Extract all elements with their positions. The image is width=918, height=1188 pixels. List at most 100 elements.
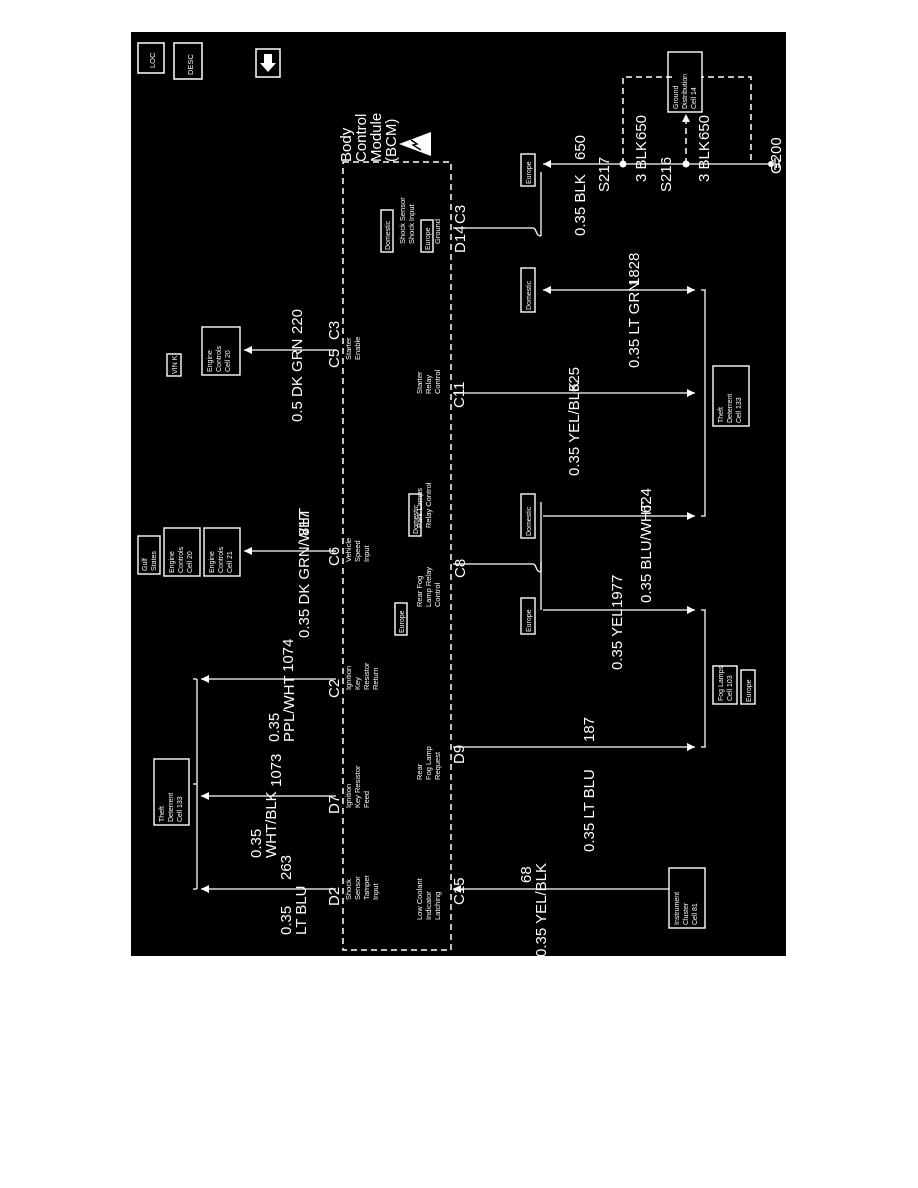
svg-text:C5: C5 xyxy=(326,349,343,368)
svg-text:Cell 81: Cell 81 xyxy=(692,903,699,925)
svg-text:Controls: Controls xyxy=(218,546,225,573)
svg-text:817: 817 xyxy=(296,511,313,536)
svg-text:Domestic: Domestic xyxy=(413,504,420,534)
svg-text:Rear: Rear xyxy=(415,763,424,780)
svg-text:D2: D2 xyxy=(326,887,343,906)
svg-text:Engine: Engine xyxy=(169,551,176,573)
ref-vin-k: VIN K xyxy=(166,353,182,377)
svg-text:LOC: LOC xyxy=(148,52,157,68)
wire-624: 0.35 BLU/WHT 624 xyxy=(543,488,695,603)
svg-text:0.35: 0.35 xyxy=(278,906,295,935)
svg-text:Input: Input xyxy=(371,882,380,900)
svg-text:0.35: 0.35 xyxy=(248,829,265,858)
svg-text:187: 187 xyxy=(581,717,598,742)
tag-europe-fog: Europe xyxy=(740,669,756,705)
svg-text:Latching: Latching xyxy=(433,892,442,920)
diagram-panel: LOC DESC Body Control Module (BCM) 0.35 … xyxy=(131,32,786,956)
loc-icon[interactable]: LOC xyxy=(137,42,165,74)
splice-s217: S217 3 BLK 650 xyxy=(596,115,650,192)
svg-text:1828: 1828 xyxy=(626,253,643,286)
svg-text:Cell 21: Cell 21 xyxy=(227,551,234,573)
svg-text:Shock: Shock xyxy=(344,879,353,900)
svg-text:Fog Lamps: Fog Lamps xyxy=(718,665,725,701)
svg-text:220: 220 xyxy=(289,309,306,334)
svg-text:650: 650 xyxy=(696,115,713,140)
ref-fog-lamps: Fog Lamps Cell 103 xyxy=(712,665,738,705)
svg-text:Domestic: Domestic xyxy=(526,280,533,310)
svg-text:C2: C2 xyxy=(326,679,343,698)
svg-text:Controls: Controls xyxy=(178,546,185,573)
tag-europe-rearfog: Europe xyxy=(394,602,408,636)
wire-263: 0.35 LT BLU 263 D2 xyxy=(201,855,343,935)
svg-text:3 BLK: 3 BLK xyxy=(633,141,650,182)
svg-text:Lamp Relay: Lamp Relay xyxy=(424,567,433,607)
svg-text:(BCM): (BCM) xyxy=(383,119,400,162)
wire-1073: 0.35 WHT/BLK 1073 D7 xyxy=(201,754,343,858)
bcm-pin-functions-top: Shock Sensor Tamper Input Ignition Key R… xyxy=(344,337,380,900)
svg-text:G200: G200 xyxy=(768,137,785,174)
svg-text:DESC: DESC xyxy=(186,54,195,75)
ref-engine-controls-21: Engine Controls Cell 21 xyxy=(203,527,241,577)
svg-text:Engine: Engine xyxy=(209,551,216,573)
ground-g200: G200 xyxy=(768,137,785,174)
svg-text:0.35 BLU/WHT: 0.35 BLU/WHT xyxy=(638,502,655,603)
svg-text:Cell 133: Cell 133 xyxy=(177,796,184,822)
down-arrow-icon[interactable] xyxy=(255,48,281,78)
bcm-boundary xyxy=(342,161,452,951)
splice-s216: S216 3 BLK 650 xyxy=(658,115,713,192)
svg-text:Shock Sensor: Shock Sensor xyxy=(398,197,407,244)
svg-text:Starter: Starter xyxy=(415,371,424,394)
svg-text:0.35 YEL: 0.35 YEL xyxy=(609,609,626,670)
desc-icon[interactable]: DESC xyxy=(173,42,203,80)
svg-text:VIN K: VIN K xyxy=(172,355,179,374)
wire-817: 0.35 DK GRN/WHT 817 C6 xyxy=(244,508,343,638)
svg-text:C8: C8 xyxy=(452,559,469,578)
svg-text:Speed: Speed xyxy=(353,540,362,562)
svg-text:Body: Body xyxy=(338,127,355,162)
svg-text:625: 625 xyxy=(566,367,583,392)
svg-text:Cell 103: Cell 103 xyxy=(727,675,734,701)
svg-text:Indicator: Indicator xyxy=(424,891,433,920)
wire-220: 0.5 DK GRN 220 C5 C3 xyxy=(244,309,343,422)
esd-icon xyxy=(399,132,431,156)
svg-text:Ground: Ground xyxy=(673,86,680,109)
svg-text:Module: Module xyxy=(368,113,385,162)
svg-text:0.35 LT BLU: 0.35 LT BLU xyxy=(581,769,598,852)
wire-625: C11 0.35 YEL/BLK 625 xyxy=(451,367,695,476)
svg-text:0.35 DK GRN/WHT: 0.35 DK GRN/WHT xyxy=(296,508,313,638)
svg-text:Sensor: Sensor xyxy=(353,876,362,900)
svg-text:S216: S216 xyxy=(658,157,675,192)
svg-text:Input: Input xyxy=(362,544,371,562)
svg-text:WHT/BLK: WHT/BLK xyxy=(263,791,280,858)
svg-text:D14: D14 xyxy=(452,225,469,253)
svg-text:Cell 20: Cell 20 xyxy=(187,551,194,573)
svg-text:Control: Control xyxy=(353,114,370,162)
svg-text:650: 650 xyxy=(633,115,650,140)
svg-text:Ignition: Ignition xyxy=(344,666,353,690)
tag-domestic-shock: Domestic xyxy=(380,209,394,253)
fog-brace xyxy=(701,609,706,748)
theft-bottom-brace xyxy=(701,289,706,517)
ref-theft-deterrent-top: Theft Deterrent Cell 133 xyxy=(153,758,190,826)
svg-text:Key Resistor: Key Resistor xyxy=(353,765,362,808)
wire-1977: C8 0.35 YEL 1977 xyxy=(452,502,695,670)
svg-text:C6: C6 xyxy=(326,547,343,566)
svg-text:Rear Fog: Rear Fog xyxy=(415,576,424,607)
svg-text:Europe: Europe xyxy=(425,227,432,250)
svg-text:PPL/WHT: PPL/WHT xyxy=(281,675,298,742)
svg-text:Relay Control: Relay Control xyxy=(424,482,433,528)
svg-text:Fog Lamp: Fog Lamp xyxy=(424,746,433,780)
svg-text:D9: D9 xyxy=(451,745,468,764)
svg-text:1977: 1977 xyxy=(609,575,626,608)
svg-text:Enable: Enable xyxy=(353,337,362,360)
svg-text:C3: C3 xyxy=(326,321,343,340)
svg-text:650: 650 xyxy=(572,135,589,160)
svg-text:263: 263 xyxy=(278,855,295,880)
wire-68: C15 0.35 YEL/BLK 68 xyxy=(451,863,669,956)
svg-text:Deterrent: Deterrent xyxy=(168,793,175,822)
svg-text:Starter: Starter xyxy=(344,337,353,360)
bcm-label: Body Control Module (BCM) xyxy=(338,113,400,162)
svg-text:Cell 133: Cell 133 xyxy=(736,397,743,423)
tag-europe-650: Europe xyxy=(520,153,536,187)
ref-engine-controls-20a: Engine Controls Cell 20 xyxy=(163,527,201,577)
